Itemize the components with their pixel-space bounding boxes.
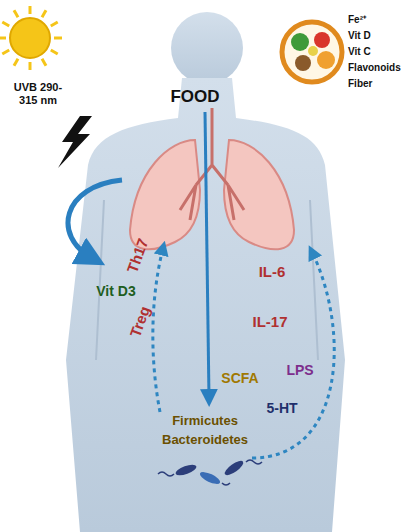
uv-arrow bbox=[68, 180, 122, 258]
body-silhouette bbox=[66, 12, 345, 532]
sun-ray bbox=[54, 37, 62, 40]
nutrient-label: Fiber bbox=[348, 78, 372, 90]
lightning-bolt bbox=[58, 116, 92, 168]
nutrient-label: Vit C bbox=[348, 46, 371, 58]
food-label: FOOD bbox=[170, 87, 219, 107]
sun-icon bbox=[0, 6, 62, 70]
sun-ray bbox=[51, 50, 58, 54]
sun-ray bbox=[2, 50, 9, 54]
nutrient-label: Vit D bbox=[348, 30, 371, 42]
vitamin-label: Vit D3 bbox=[96, 283, 135, 299]
food-plate bbox=[282, 22, 342, 82]
cytokine-label: IL-6 bbox=[259, 263, 286, 280]
sun-ray bbox=[42, 59, 46, 66]
sun-ray bbox=[29, 6, 32, 14]
sun-ray bbox=[51, 22, 58, 26]
sun-ray bbox=[14, 10, 18, 17]
gut-lung-arrow bbox=[252, 252, 334, 458]
nutrient-label: Fe²⁺ bbox=[348, 14, 366, 26]
bacteria-label: Bacteroidetes bbox=[162, 433, 248, 448]
sun-ray bbox=[14, 59, 18, 66]
metabolite-label: SCFA bbox=[221, 370, 258, 386]
nutrient-label: Flavonoids bbox=[348, 62, 401, 74]
metabolite-label: LPS bbox=[286, 362, 313, 378]
sun-ray bbox=[42, 10, 46, 17]
bacteria-icons bbox=[158, 458, 262, 486]
sun-ray bbox=[0, 37, 6, 40]
gut-lung-arrow bbox=[153, 248, 163, 412]
wavelength-label: UVB 290-315 nm bbox=[7, 81, 69, 106]
sun-ray bbox=[29, 62, 32, 70]
lungs bbox=[130, 108, 294, 249]
metabolite-label: 5-HT bbox=[266, 400, 297, 416]
cytokine-label: IL-17 bbox=[252, 313, 287, 330]
bacteria-label: Firmicutes bbox=[172, 414, 238, 429]
sun-ray bbox=[2, 22, 9, 26]
food-arrow bbox=[205, 112, 209, 398]
